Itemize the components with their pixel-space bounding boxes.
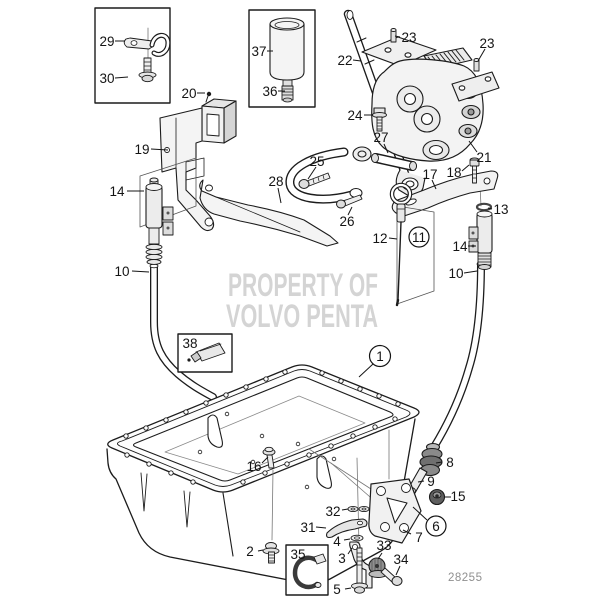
callout-28: 28 <box>268 174 283 189</box>
connector-14-right <box>468 210 493 270</box>
callout-7: 7 <box>415 530 423 545</box>
inset-box-37-36 <box>248 9 316 108</box>
oil-tube-10-right <box>430 260 486 451</box>
bolt-16 <box>262 446 276 469</box>
bolt-25 <box>298 172 331 189</box>
callout-6: 6 <box>432 519 440 534</box>
callout-circle-6 <box>425 515 447 537</box>
bushing-33 <box>368 557 388 578</box>
ref-box-11 <box>396 205 435 305</box>
callout-24: 24 <box>347 108 363 123</box>
fitting-36 <box>281 79 294 103</box>
sealant-tube-38 <box>187 342 226 363</box>
mounting-plate-7 <box>368 478 422 544</box>
canister-37 <box>269 17 305 81</box>
callout-32: 32 <box>325 504 340 519</box>
callout-23-top: 23 <box>401 30 416 45</box>
callout-13: 13 <box>493 202 508 217</box>
stud-23-right <box>473 58 480 72</box>
oil-pump-assembly-21 <box>285 9 500 209</box>
drawing-number: 28255 <box>448 572 482 584</box>
mounting-bracket-19 <box>159 98 237 232</box>
flange-bolt-holes <box>123 369 401 485</box>
inset-box-35 <box>285 544 329 596</box>
callout-14-left: 14 <box>109 184 125 199</box>
callout-5: 5 <box>333 582 341 597</box>
callout-2: 2 <box>246 544 254 559</box>
callout-22: 22 <box>337 53 352 68</box>
bolt-18 <box>469 157 480 184</box>
washer-4 <box>350 534 364 542</box>
callout-36: 36 <box>262 84 277 99</box>
callout-circles <box>368 226 447 537</box>
callout-35: 35 <box>290 547 305 562</box>
callout-38: 38 <box>182 336 197 351</box>
clamp-plate-31 <box>326 518 368 539</box>
watermark-line1: PROPERTY OF <box>228 267 378 303</box>
callout-18: 18 <box>446 165 461 180</box>
inset-box-29-30 <box>94 7 171 104</box>
callout-circle-1 <box>368 344 392 368</box>
screw-20 <box>205 91 212 103</box>
suction-pipe <box>285 147 363 204</box>
oil-pan-1 <box>106 364 420 585</box>
bolt-2 <box>262 542 280 564</box>
callout-3: 3 <box>338 551 346 566</box>
callout-21: 21 <box>476 150 491 165</box>
callout-25: 25 <box>309 154 324 169</box>
watermark-line2: VOLVO PENTA <box>226 298 378 334</box>
oil-tube-10-left <box>149 262 217 401</box>
callout-34: 34 <box>393 552 409 567</box>
callout-29: 29 <box>99 34 114 49</box>
callout-19: 19 <box>134 142 149 157</box>
plug-15 <box>428 488 446 506</box>
watermark: PROPERTY OF VOLVO PENTA <box>226 267 378 334</box>
dipstick-12 <box>389 182 413 307</box>
callout-15: 15 <box>450 489 465 504</box>
callout-27: 27 <box>373 130 388 145</box>
stud-23-top <box>390 28 397 43</box>
callout-circle-11 <box>408 226 430 248</box>
callout-30: 30 <box>99 71 114 86</box>
bolt-5 <box>351 547 368 594</box>
callouts: 29 30 20 19 14 10 37 36 23 22 23 24 27 2… <box>99 30 508 597</box>
callout-9: 9 <box>427 474 435 489</box>
callout-20: 20 <box>181 86 196 101</box>
leader-lines <box>114 35 493 590</box>
hose-clamp-35 <box>292 553 327 590</box>
callout-17: 17 <box>422 167 437 182</box>
bolt-34 <box>380 567 403 586</box>
pump-top-flange <box>361 36 437 67</box>
bolt-26 <box>336 194 363 209</box>
callout-31: 31 <box>300 520 315 535</box>
callout-14-right: 14 <box>452 239 468 254</box>
construction-lines <box>147 27 482 547</box>
callout-10-left: 10 <box>114 264 129 279</box>
callout-1: 1 <box>376 349 384 364</box>
clamp-bracket-29 <box>123 32 171 57</box>
callout-37: 37 <box>251 44 266 59</box>
callout-4: 4 <box>333 534 341 549</box>
connector-14-left <box>145 177 174 265</box>
bolt-24 <box>372 107 387 132</box>
callout-12: 12 <box>372 231 387 246</box>
callout-26: 26 <box>339 214 354 229</box>
ref-box-14-left <box>139 157 197 228</box>
callout-8: 8 <box>446 455 454 470</box>
callout-11: 11 <box>412 230 426 245</box>
inset-box-38 <box>177 333 233 373</box>
link-27 <box>371 153 417 171</box>
callout-23-right: 23 <box>479 36 494 51</box>
callout-10-right: 10 <box>448 266 463 281</box>
callout-16: 16 <box>246 459 261 474</box>
callout-33: 33 <box>376 538 391 553</box>
support-bracket-28 <box>199 179 339 247</box>
o-ring-13 <box>475 202 493 212</box>
flange-bolt-30 <box>138 57 157 83</box>
